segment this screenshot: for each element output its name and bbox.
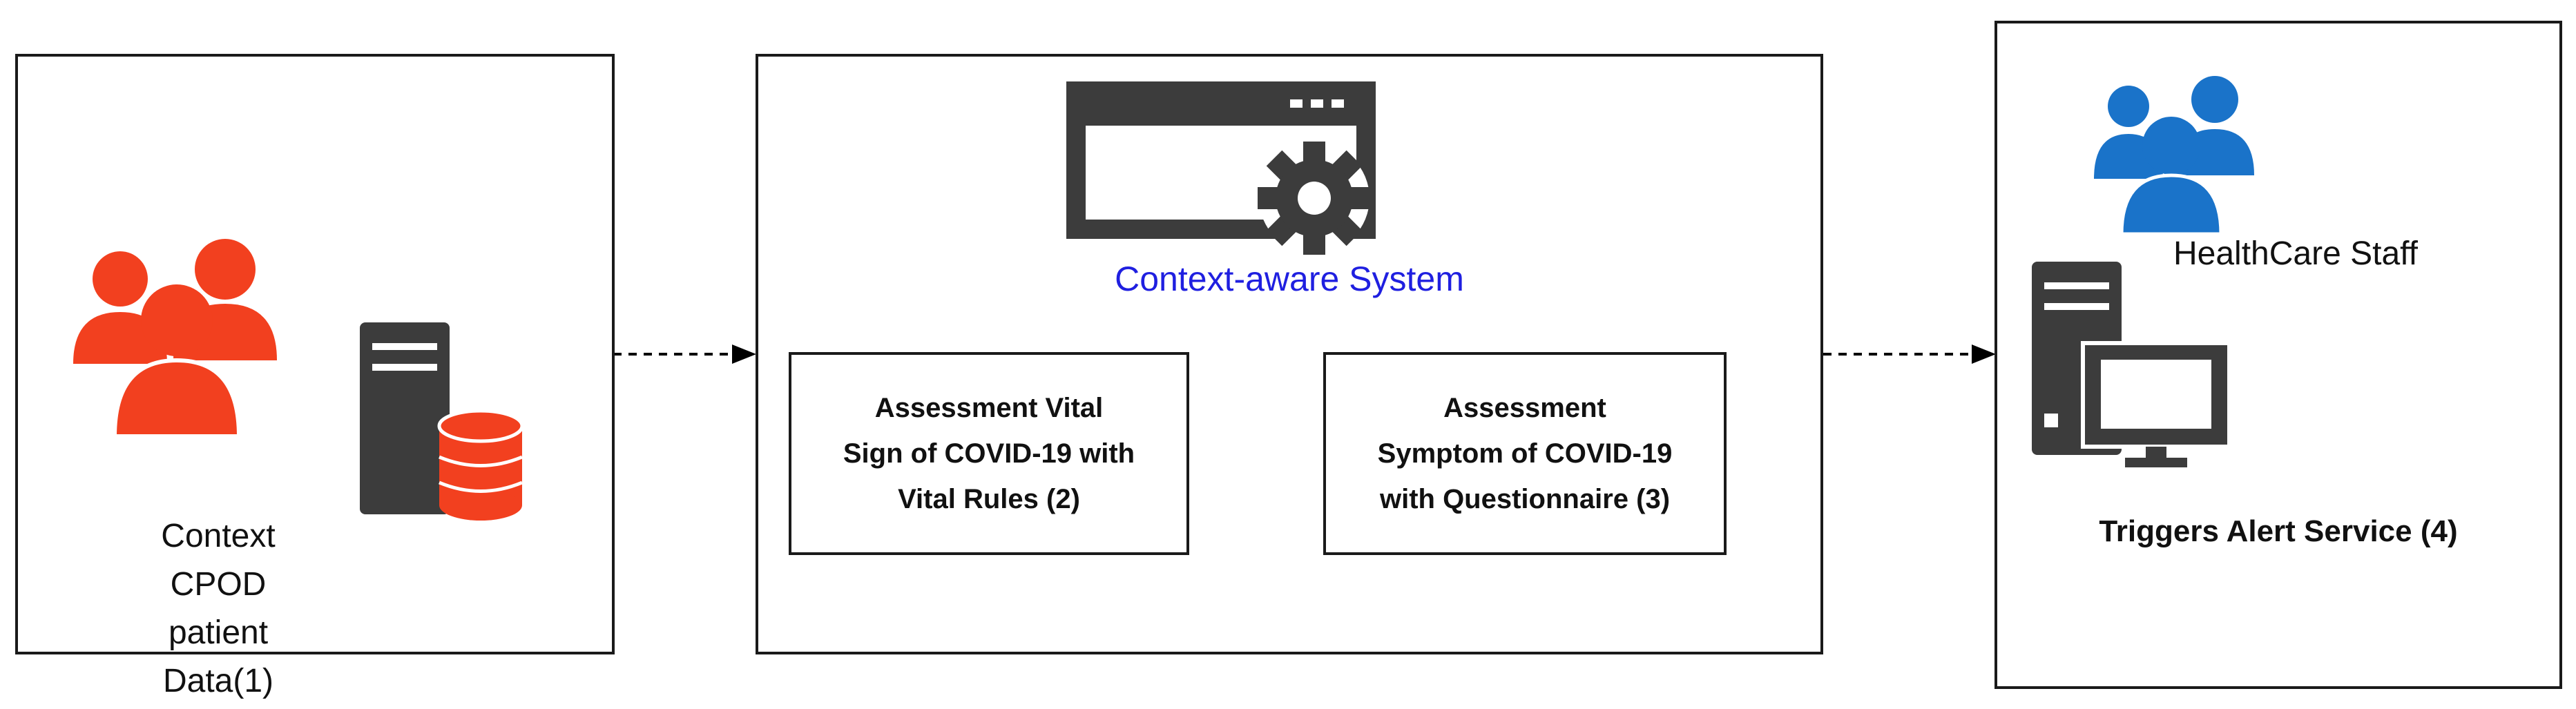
arrow-source-to-system (613, 344, 756, 364)
app-window-gear-icon (1066, 81, 1376, 255)
vital-sign-line-1: Assessment Vital (874, 393, 1104, 423)
vital-sign-line-2: Sign of COVID-19 with (843, 438, 1135, 469)
symptom-line-1: Assessment (1443, 393, 1606, 423)
healthcare-staff-label: HealthCare Staff (2173, 235, 2418, 272)
alert-service-box: HealthCare Staff Triggers Alert Service … (1995, 21, 2562, 689)
symptom-assessment-box: Assessment Symptom of COVID-19 with Ques… (1323, 352, 1727, 555)
patient-data-label-line-1: Context CPOD (161, 518, 276, 603)
context-aware-system-box: Context-aware System Assessment Vital Si… (756, 54, 1823, 654)
alert-service-label: Triggers Alert Service (4) (2099, 514, 2458, 548)
patients-group-icon (73, 239, 277, 438)
database-server-icon (360, 322, 524, 521)
symptom-line-3: with Questionnaire (3) (1379, 484, 1671, 514)
patient-data-label: Context CPOD patient Data(1) (128, 512, 308, 706)
system-title: Context-aware System (1115, 260, 1464, 298)
vital-sign-assessment-box: Assessment Vital Sign of COVID-19 with V… (789, 352, 1189, 555)
vital-sign-line-3: Vital Rules (2) (898, 484, 1080, 514)
server-monitor-icon (2032, 262, 2231, 467)
patient-data-box: Context CPOD patient Data(1) (15, 54, 615, 699)
symptom-line-2: Symptom of COVID-19 (1377, 438, 1673, 469)
patient-data-label-line-2: patient Data(1) (162, 614, 274, 699)
healthcare-staff-icon (2094, 76, 2254, 236)
arrow-system-to-output (1823, 344, 1996, 364)
